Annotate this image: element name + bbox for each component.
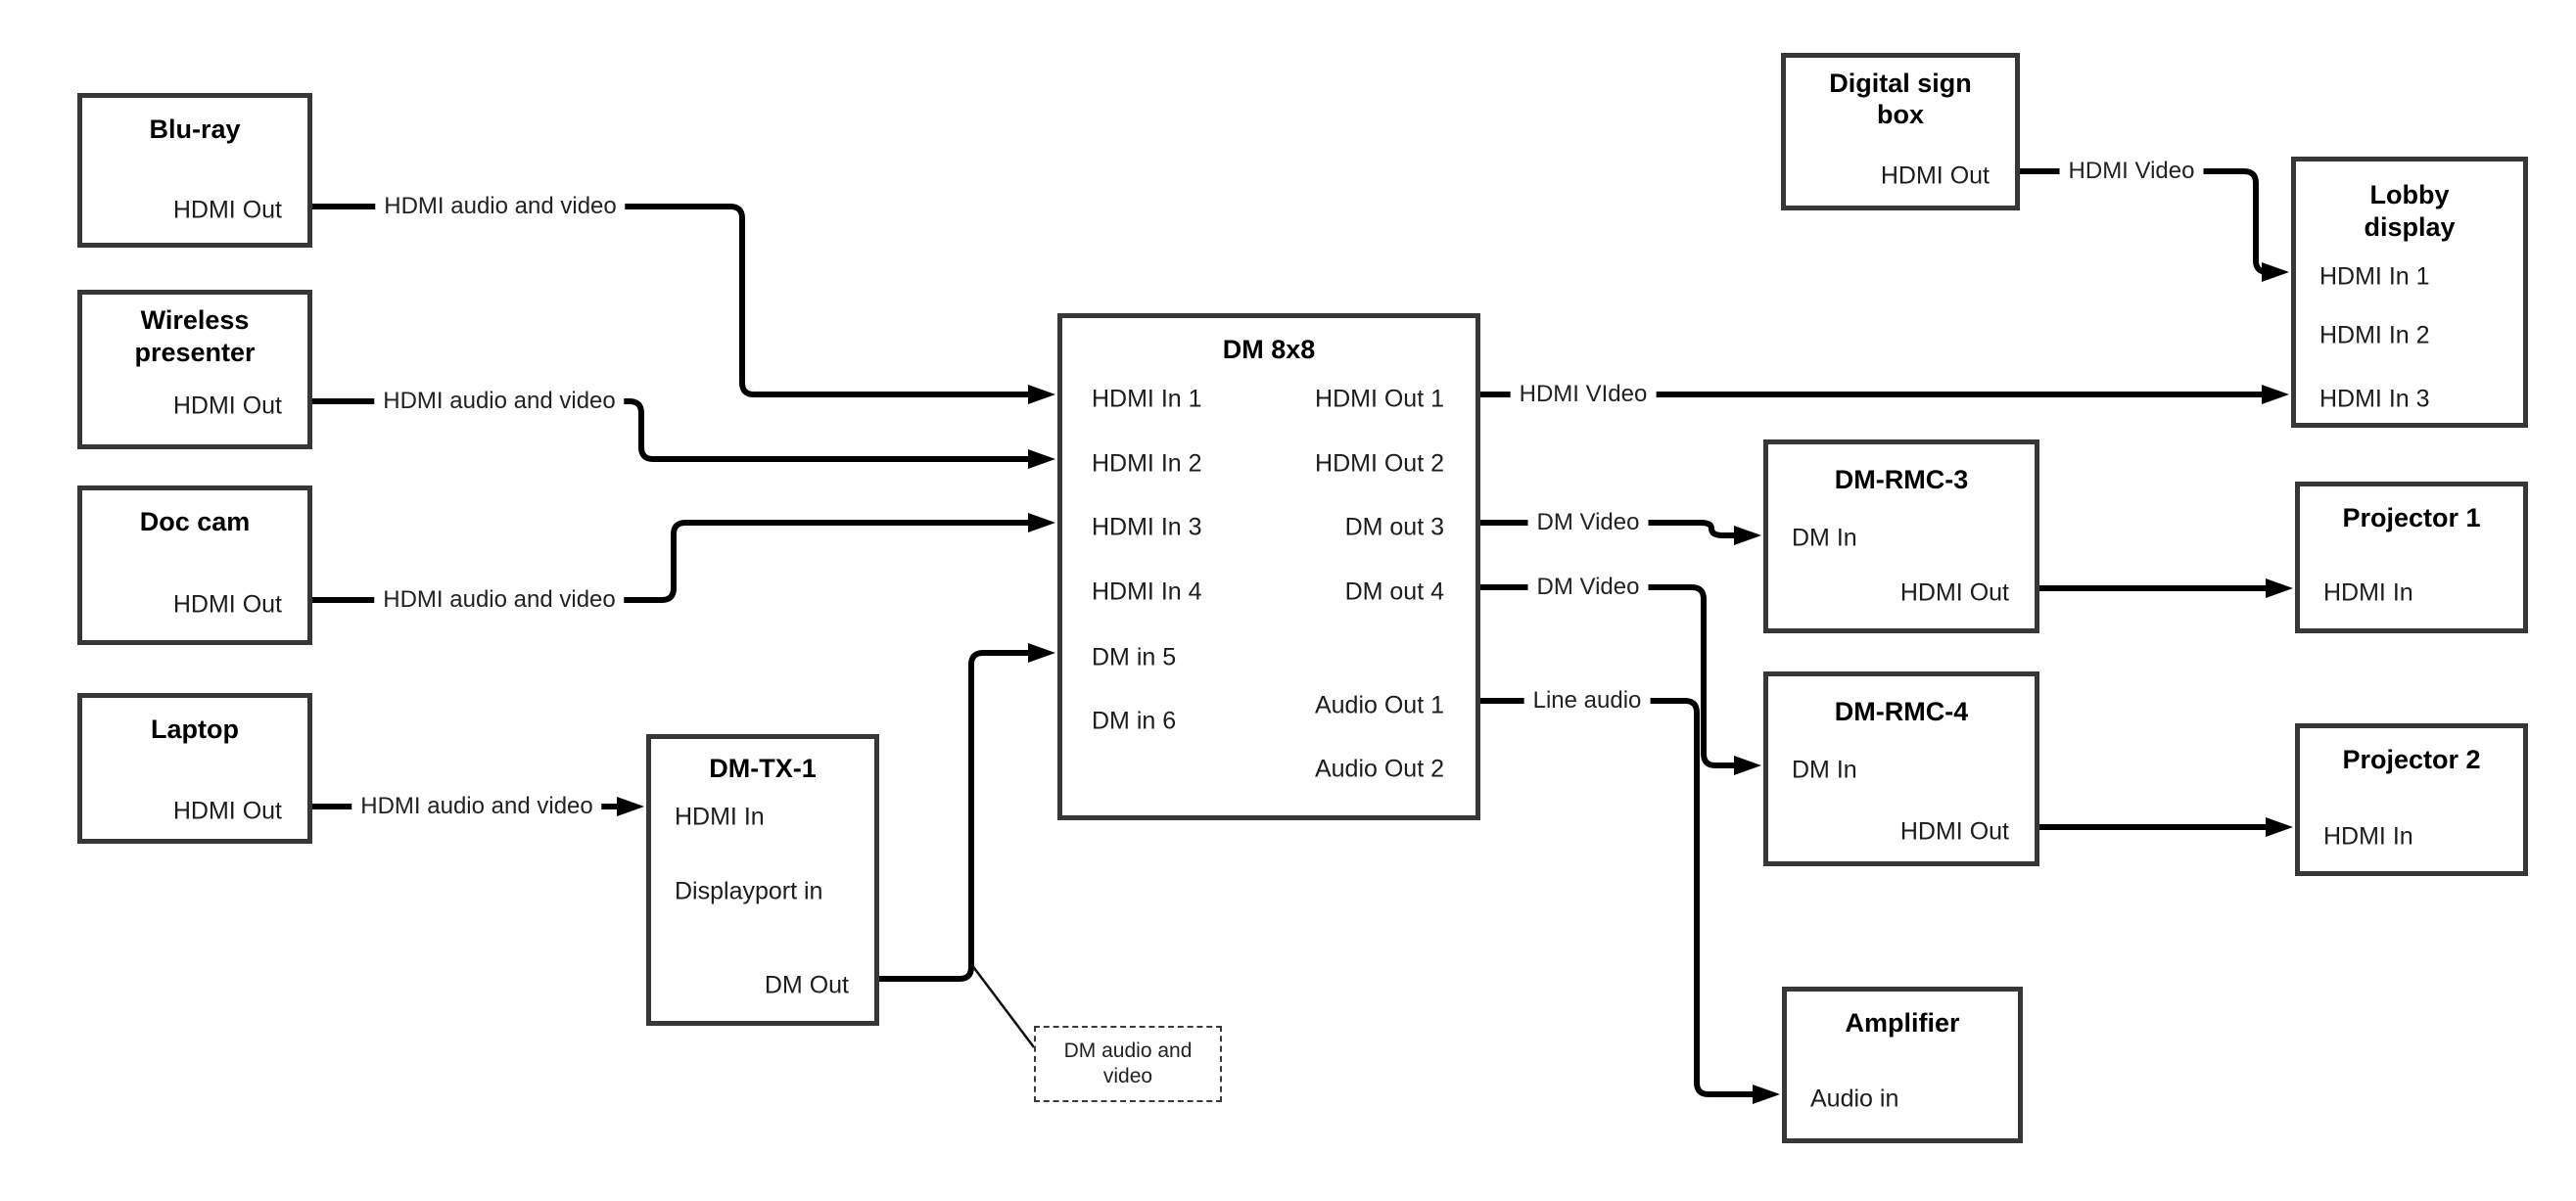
wire-label-dm-out-3: DM Video — [1527, 507, 1649, 538]
arrowhead-dmrmc3-dm-in — [1734, 526, 1761, 545]
wire-label-hdmi-out-1: HDMI VIdeo — [1510, 379, 1657, 410]
device-title-wireless-line2: presenter — [134, 338, 256, 367]
port-dm8x8-hdmi-in-1: HDMI In 1 — [1092, 385, 1202, 413]
wire-label-bluray: HDMI audio and video — [375, 191, 626, 222]
wire-bluray-to-dm8x8-in1 — [312, 204, 1036, 397]
device-title-doc-cam: Doc cam — [139, 507, 251, 536]
port-dm8x8-dm-out-3: DM out 3 — [1344, 513, 1444, 541]
device-box-digital-sign-box: Digital sign box HDMI Out — [1781, 53, 2020, 210]
device-title-dm-tx-1: DM-TX-1 — [709, 754, 817, 783]
device-title-dm-8x8: DM 8x8 — [1222, 335, 1316, 364]
port-wireless-hdmi-out: HDMI Out — [172, 392, 282, 420]
port-doccam-hdmi-out: HDMI Out — [172, 590, 282, 619]
port-dmtx1-dm-out: DM Out — [764, 971, 849, 999]
wire-label-wireless: HDMI audio and video — [374, 386, 625, 417]
device-title-projector-1: Projector 1 — [2342, 503, 2481, 532]
device-box-dm-tx-1: DM-TX-1 HDMI In Displayport in DM Out — [646, 734, 879, 1026]
device-title-lobby-line2: display — [2364, 212, 2456, 242]
port-dm8x8-hdmi-in-4: HDMI In 4 — [1092, 577, 1202, 606]
device-title-amplifier: Amplifier — [1845, 1008, 1960, 1038]
wire-label-doccam: HDMI audio and video — [374, 584, 625, 616]
port-lobby-hdmi-in-1: HDMI In 1 — [2319, 262, 2430, 291]
wire-label-dm-out-4: DM Video — [1527, 572, 1649, 603]
port-dm8x8-dm-out-4: DM out 4 — [1344, 577, 1444, 606]
port-dmrmc3-dm-in: DM In — [1792, 524, 1857, 552]
port-dm8x8-dm-in-5: DM in 5 — [1092, 643, 1177, 671]
wire-wireless-to-dm8x8-in2 — [312, 398, 1036, 462]
port-lobby-hdmi-in-3: HDMI In 3 — [2319, 385, 2430, 413]
port-dmrmc3-hdmi-out: HDMI Out — [1899, 578, 2009, 607]
wire-dm8x8-out3-to-dmrmc3 — [1480, 520, 1742, 538]
arrowhead-lobby-in3 — [2262, 385, 2289, 404]
port-dmtx1-displayport-in: Displayport in — [675, 877, 823, 905]
port-laptop-hdmi-out: HDMI Out — [172, 797, 282, 825]
port-dmrmc4-dm-in: DM In — [1792, 756, 1857, 784]
device-title-dm-rmc-4: DM-RMC-4 — [1834, 697, 1969, 726]
device-box-wireless-presenter: Wireless presenter HDMI Out — [77, 290, 312, 449]
device-title-bluray: Blu-ray — [149, 115, 241, 144]
arrowhead-dm8x8-in1 — [1028, 385, 1055, 404]
device-box-projector-2: Projector 2 HDMI In — [2295, 723, 2528, 876]
device-box-lobby-display: Lobby display HDMI In 1 HDMI In 2 HDMI I… — [2291, 157, 2528, 428]
port-dm8x8-audio-out-2: Audio Out 2 — [1314, 755, 1444, 783]
port-dm8x8-audio-out-1: Audio Out 1 — [1314, 691, 1444, 719]
device-box-dm-rmc-4: DM-RMC-4 DM In HDMI Out — [1763, 671, 2039, 866]
device-title-dm-rmc-3: DM-RMC-3 — [1834, 465, 1969, 494]
arrowhead-dm8x8-in2 — [1028, 449, 1055, 469]
device-title-digital-sign-line1: Digital sign — [1829, 69, 1972, 98]
port-dm8x8-hdmi-out-2: HDMI Out 2 — [1315, 449, 1444, 478]
device-box-laptop: Laptop HDMI Out — [77, 693, 312, 844]
device-box-dm-rmc-3: DM-RMC-3 DM In HDMI Out — [1763, 439, 2039, 633]
port-dmtx1-hdmi-in: HDMI In — [675, 803, 765, 831]
device-box-doc-cam: Doc cam HDMI Out — [77, 485, 312, 645]
arrowhead-dm8x8-in3 — [1028, 513, 1055, 532]
arrowhead-dmtx1-hdmi-in — [617, 797, 644, 816]
arrowhead-amplifier-audio-in — [1753, 1085, 1780, 1104]
wire-dm8x8-out4-to-dmrmc4 — [1480, 584, 1742, 768]
port-proj1-hdmi-in: HDMI In — [2323, 578, 2413, 607]
port-bluray-hdmi-out: HDMI Out — [172, 196, 282, 224]
arrowhead-proj2-hdmi-in — [2266, 817, 2293, 837]
device-title-digital-sign-line2: box — [1876, 100, 1924, 129]
arrowheads — [617, 262, 2293, 1104]
wire-label-digital-sign: HDMI Video — [2059, 156, 2204, 187]
wire-dm8x8-audio1-to-amplifier — [1480, 698, 1760, 1097]
arrowhead-proj1-hdmi-in — [2266, 578, 2293, 598]
device-title-lobby-line1: Lobby — [2369, 180, 2450, 209]
port-dm8x8-hdmi-in-2: HDMI In 2 — [1092, 449, 1202, 478]
device-box-projector-1: Projector 1 HDMI In — [2295, 482, 2528, 633]
note-leader-line — [970, 963, 1035, 1048]
note-line2: video — [1102, 1065, 1153, 1087]
wire-dmtx1-to-dm8x8-in5 — [879, 650, 1036, 982]
device-box-dm-8x8: DM 8x8 HDMI In 1 HDMI In 2 HDMI In 3 HDM… — [1057, 313, 1480, 820]
device-title-wireless-line1: Wireless — [140, 305, 250, 335]
device-box-bluray: Blu-ray HDMI Out — [77, 93, 312, 248]
port-amplifier-audio-in: Audio in — [1810, 1085, 1899, 1113]
port-digital-sign-hdmi-out: HDMI Out — [1880, 162, 1990, 190]
note-dm-audio-and-video: DM audio and video — [1034, 1026, 1222, 1102]
arrowhead-lobby-in1 — [2262, 262, 2289, 282]
port-dm8x8-hdmi-in-3: HDMI In 3 — [1092, 513, 1202, 541]
arrowhead-dm8x8-in5 — [1028, 643, 1055, 663]
device-title-projector-2: Projector 2 — [2342, 745, 2481, 774]
arrowhead-dmrmc4-dm-in — [1734, 756, 1761, 775]
device-box-amplifier: Amplifier Audio in — [1782, 987, 2023, 1143]
port-proj2-hdmi-in: HDMI In — [2323, 822, 2413, 851]
note-line1: DM audio and — [1063, 1039, 1193, 1062]
port-dmrmc4-hdmi-out: HDMI Out — [1899, 817, 2009, 846]
port-dm8x8-hdmi-out-1: HDMI Out 1 — [1315, 385, 1444, 413]
device-title-laptop: Laptop — [151, 715, 239, 744]
port-dm8x8-dm-in-6: DM in 6 — [1092, 707, 1177, 735]
wire-label-audio-out-1: Line audio — [1523, 685, 1651, 716]
wire-label-laptop: HDMI audio and video — [351, 791, 602, 822]
port-lobby-hdmi-in-2: HDMI In 2 — [2319, 321, 2430, 349]
wire-doccam-to-dm8x8-in3 — [312, 520, 1036, 603]
